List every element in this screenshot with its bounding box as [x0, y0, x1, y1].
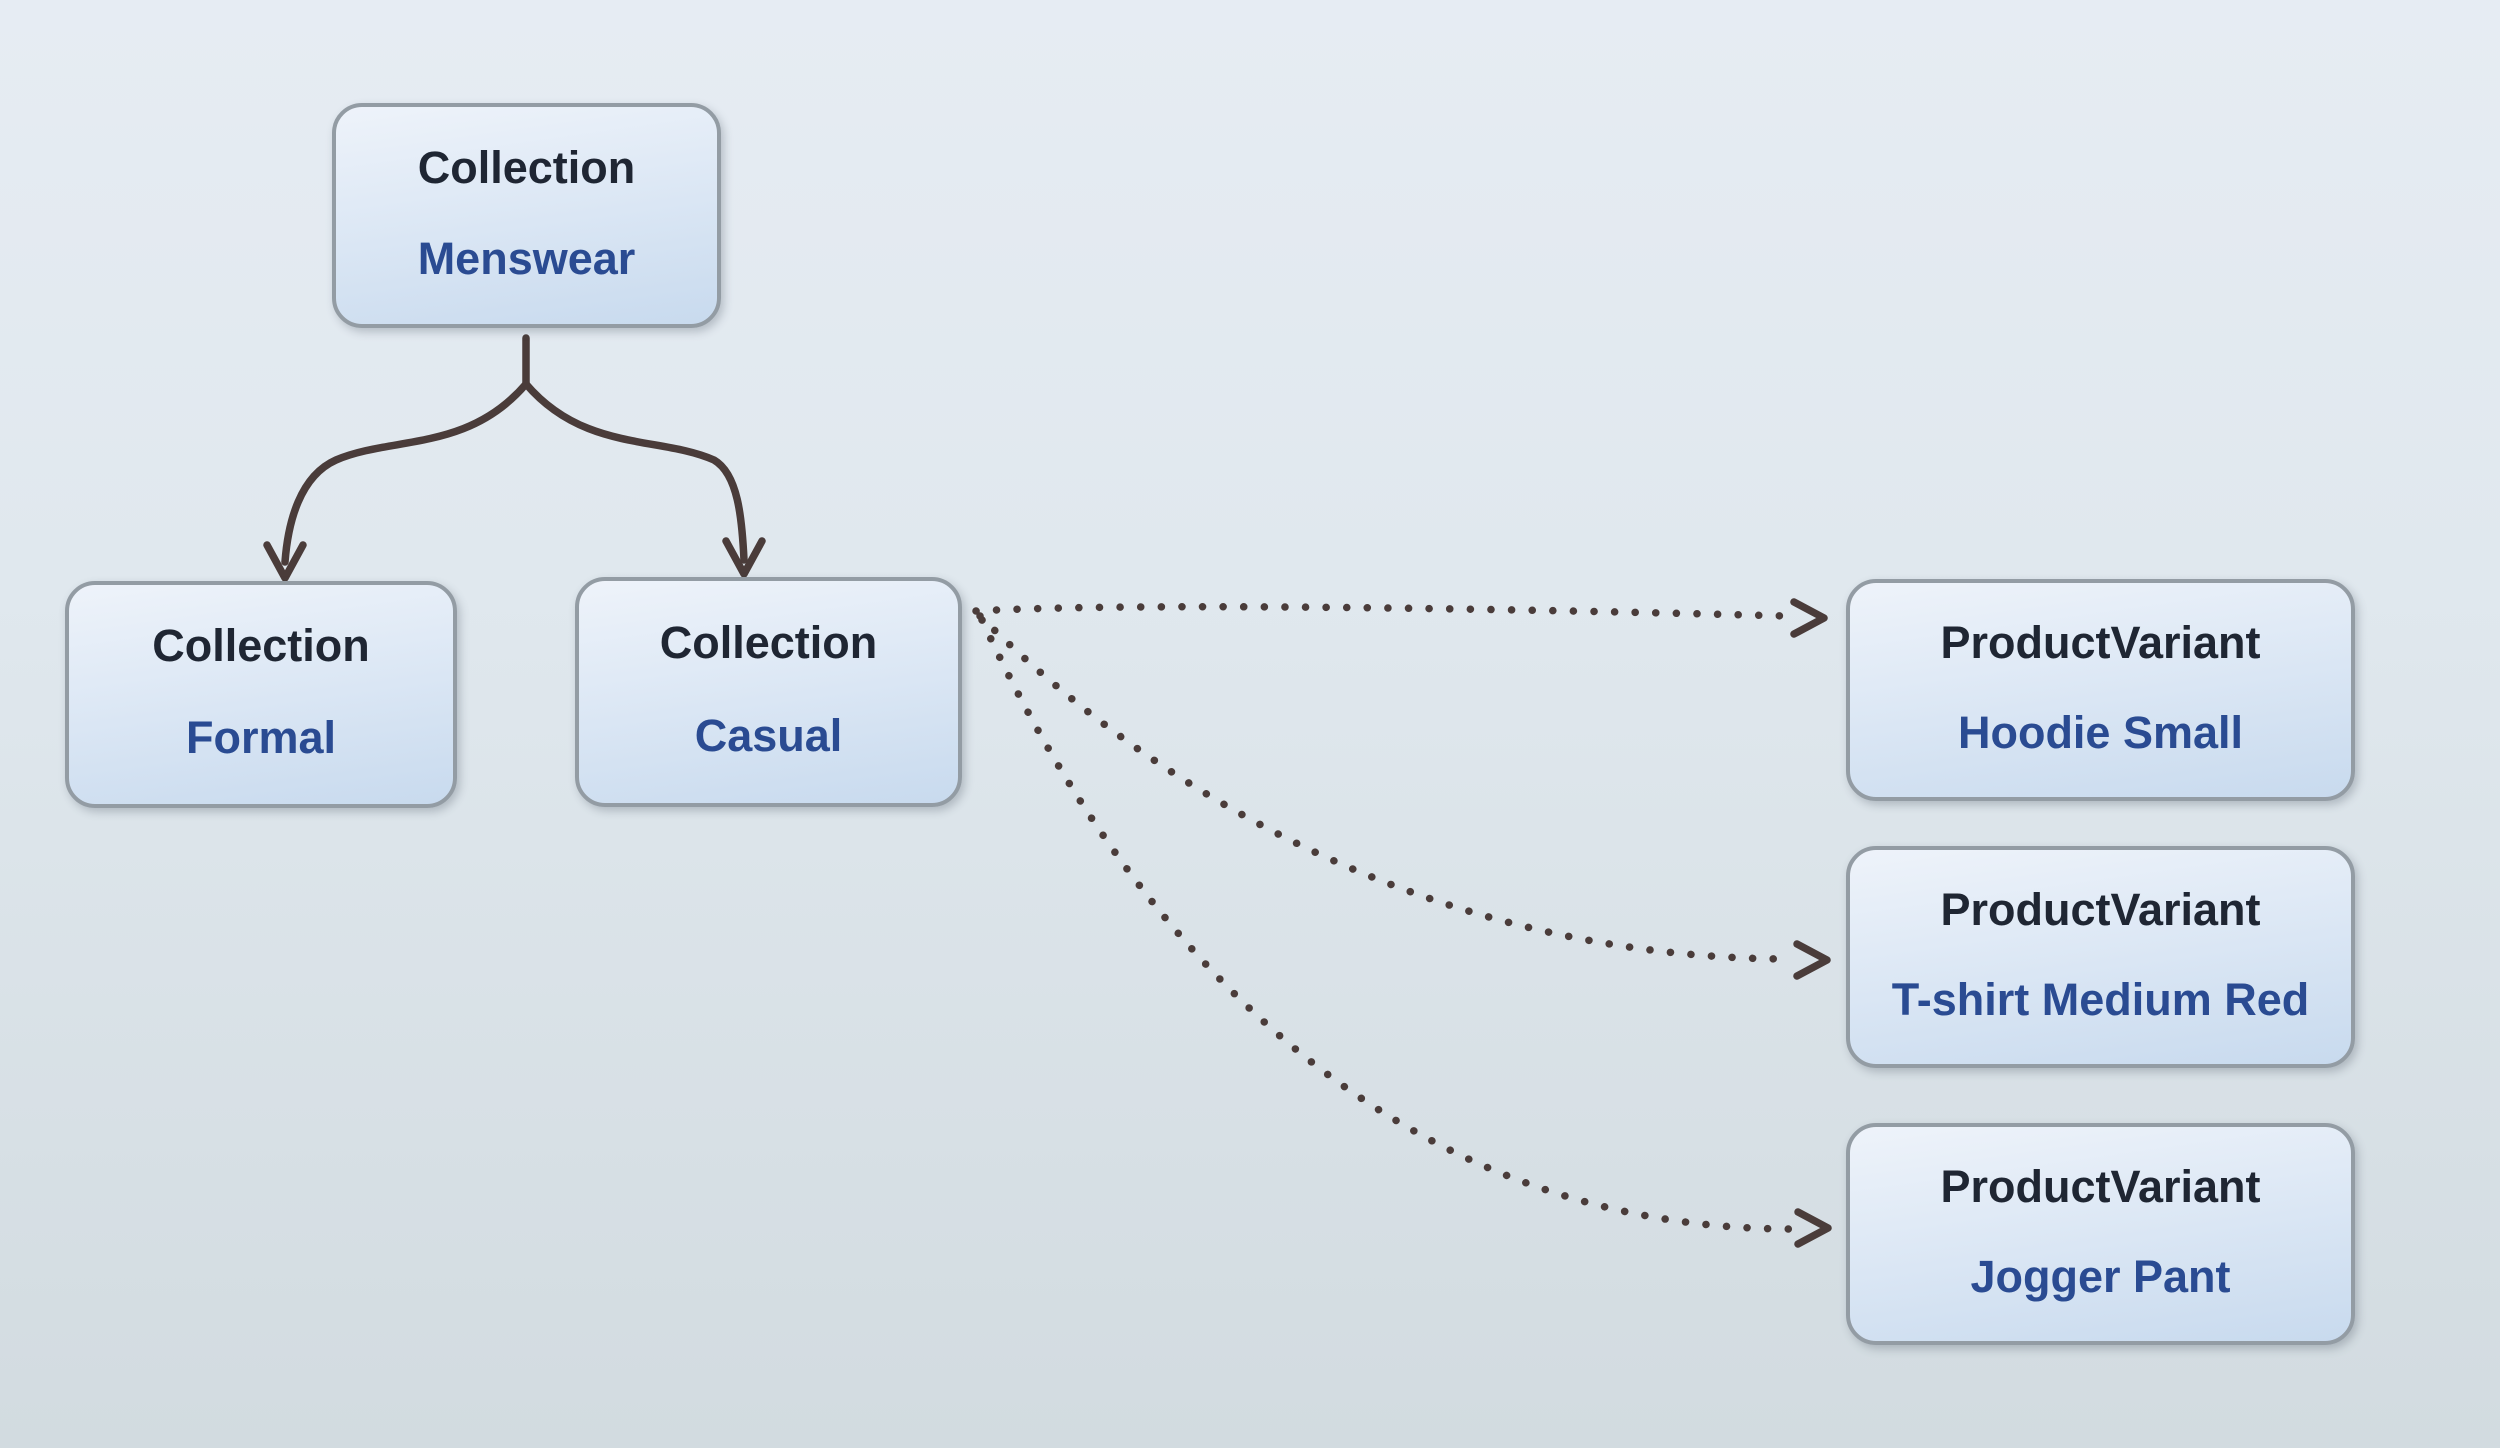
arrowhead-right-jogger-icon — [1794, 1208, 1832, 1248]
node-productvariant-tshirt-medium-red: ProductVariant T-shirt Medium Red — [1846, 846, 2355, 1068]
node-name-label: Casual — [694, 710, 843, 762]
node-collection-formal: Collection Formal — [65, 581, 457, 808]
node-productvariant-jogger-pant: ProductVariant Jogger Pant — [1846, 1123, 2355, 1345]
node-collection-menswear: Collection Menswear — [332, 103, 721, 328]
node-productvariant-hoodie-small: ProductVariant Hoodie Small — [1846, 579, 2355, 801]
node-name-label: Hoodie Small — [1957, 706, 2244, 758]
arrowhead-down-formal-icon — [263, 541, 307, 582]
node-type-label: ProductVariant — [1940, 616, 2261, 668]
edge-menswear-to-casual — [522, 380, 748, 564]
edge-casual-to-jogger — [978, 616, 1794, 1233]
arrowhead-down-casual-icon — [722, 537, 766, 578]
edge-menswear-to-formal — [281, 380, 530, 566]
node-type-label: Collection — [152, 620, 370, 672]
edge-casual-to-hoodie — [972, 602, 1790, 620]
arrowhead-right-tshirt-icon — [1793, 940, 1831, 980]
node-type-label: Collection — [659, 617, 878, 669]
edge-casual-to-tshirt — [976, 612, 1792, 963]
node-type-label: ProductVariant — [1940, 883, 2261, 935]
node-collection-casual: Collection Casual — [575, 577, 962, 807]
node-name-label: T-shirt Medium Red — [1891, 973, 2310, 1025]
node-name-label: Formal — [185, 712, 337, 764]
arrowhead-right-hoodie-icon — [1790, 598, 1828, 638]
node-name-label: Menswear — [417, 232, 636, 284]
node-name-label: Jogger Pant — [1970, 1250, 2231, 1302]
node-type-label: Collection — [417, 141, 636, 193]
node-type-label: ProductVariant — [1940, 1160, 2261, 1212]
